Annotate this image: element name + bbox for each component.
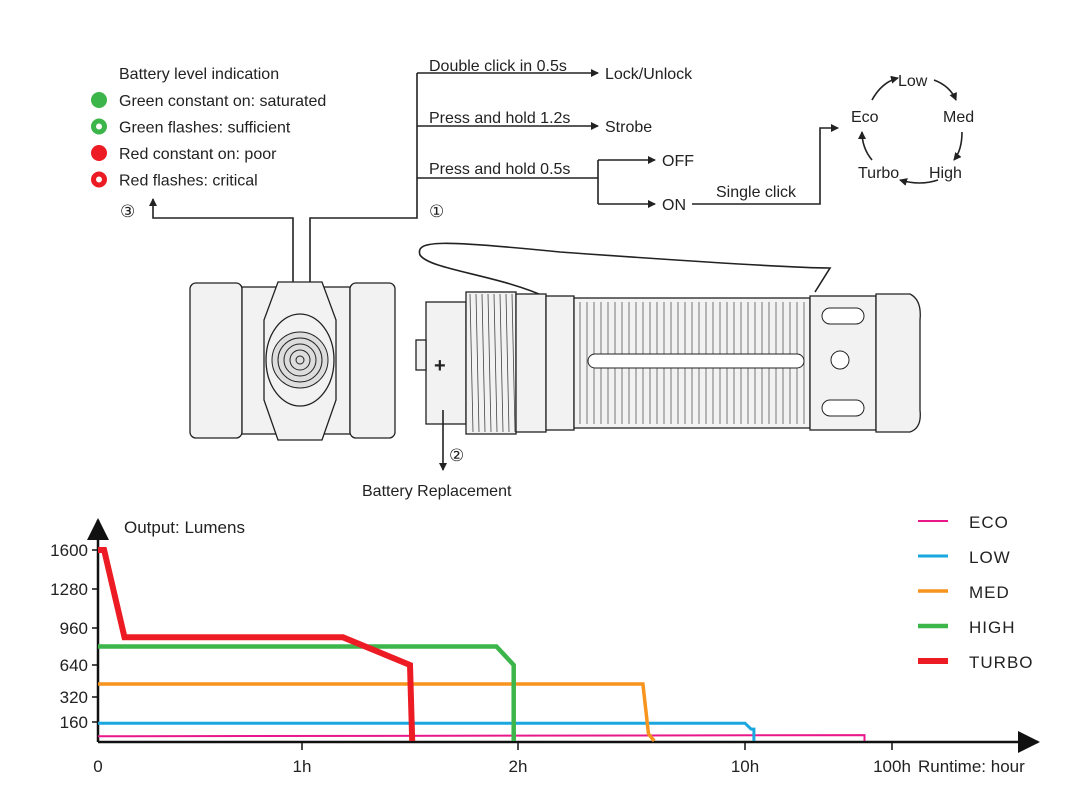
y-tick-label: 320 xyxy=(60,688,88,707)
series-line-med xyxy=(98,682,656,743)
mode-cycle: Low Med High Turbo Eco xyxy=(851,73,974,186)
led-solid-icon xyxy=(91,145,107,161)
cycle-arrow xyxy=(871,75,899,101)
battery-legend-label: Red constant on: poor xyxy=(119,146,277,163)
y-axis-label: Output: Lumens xyxy=(124,518,245,537)
hold-1-2s-label: Press and hold 1.2s xyxy=(429,110,570,127)
legend-label: TURBO xyxy=(969,653,1034,672)
legend-label: ECO xyxy=(969,513,1009,532)
marker-2: ② xyxy=(449,446,464,465)
runtime-chart: Output: Lumens Runtime: hour 0 1h 2h 10h 100… xyxy=(50,513,1040,776)
lock-unlock-label: Lock/Unlock xyxy=(605,66,693,83)
series-line-low xyxy=(98,721,756,741)
single-click-label: Single click xyxy=(716,184,797,201)
on-label: ON xyxy=(662,197,686,214)
x-tick-label: 1h xyxy=(293,757,312,776)
mode-low: Low xyxy=(898,73,928,90)
chart-legend: ECO LOW MED HIGH TURBO xyxy=(918,513,1034,672)
x-tick-label: 2h xyxy=(509,757,528,776)
cycle-arrow xyxy=(953,131,963,161)
double-click-label: Double click in 0.5s xyxy=(429,58,567,75)
switch-button[interactable] xyxy=(271,331,329,389)
x-tick-label: 0 xyxy=(93,757,102,776)
battery-legend-label: Red flashes: critical xyxy=(119,173,258,190)
mode-high: High xyxy=(929,165,962,182)
flashlight-body-illustration: + xyxy=(415,242,921,435)
strobe-label: Strobe xyxy=(605,119,652,136)
battery-plus-sign: + xyxy=(434,355,446,377)
legend-label: HIGH xyxy=(969,618,1016,637)
flashlight-head xyxy=(875,293,921,433)
battery-legend-title: Battery level indication xyxy=(119,66,279,83)
series-line-high xyxy=(98,644,516,741)
x-axis-label: Runtime: hour xyxy=(918,757,1025,776)
marker-1: ① xyxy=(429,202,444,221)
led-solid-icon xyxy=(91,92,107,108)
battery-legend-item: Red flashes: critical xyxy=(91,171,258,190)
battery-replacement-label: Battery Replacement xyxy=(362,483,512,500)
battery-legend-label: Green flashes: sufficient xyxy=(119,120,291,137)
y-tick-label: 1280 xyxy=(50,580,88,599)
tail-cap-illustration xyxy=(189,281,396,441)
x-tick-label: 100h xyxy=(873,757,911,776)
mode-turbo: Turbo xyxy=(858,165,899,182)
cycle-arrow xyxy=(933,79,957,101)
off-label: OFF xyxy=(662,153,694,170)
led-flash-icon xyxy=(91,171,107,188)
operation-labels: Double click in 0.5s Lock/Unlock Press a… xyxy=(429,58,797,221)
y-tick-label: 640 xyxy=(60,656,88,675)
series-line-turbo xyxy=(98,547,416,742)
legend-label: LOW xyxy=(969,548,1011,567)
mode-med: Med xyxy=(943,109,974,126)
legend-label: MED xyxy=(969,583,1010,602)
battery-level-legend: Battery level indication Green constant … xyxy=(91,66,326,221)
marker-3: ③ xyxy=(120,202,135,221)
hold-0-5s-label: Press and hold 0.5s xyxy=(429,161,570,178)
battery-legend-label: Green constant on: saturated xyxy=(119,93,326,110)
y-tick-label: 960 xyxy=(60,619,88,638)
battery-legend-item: Green constant on: saturated xyxy=(91,92,326,110)
battery-replacement: ② Battery Replacement xyxy=(362,410,512,500)
battery-legend-item: Red constant on: poor xyxy=(91,145,277,163)
cycle-arrow xyxy=(858,131,873,161)
series-line-eco xyxy=(97,734,866,741)
mode-eco: Eco xyxy=(851,109,879,126)
battery-legend-item: Green flashes: sufficient xyxy=(91,118,291,137)
pocket-clip xyxy=(418,242,832,299)
x-tick-label: 10h xyxy=(731,757,759,776)
battery xyxy=(425,301,467,425)
y-tick-label: 160 xyxy=(60,713,88,732)
led-flash-icon xyxy=(91,118,107,135)
cycle-arrow xyxy=(899,178,939,186)
y-tick-label: 1600 xyxy=(50,541,88,560)
